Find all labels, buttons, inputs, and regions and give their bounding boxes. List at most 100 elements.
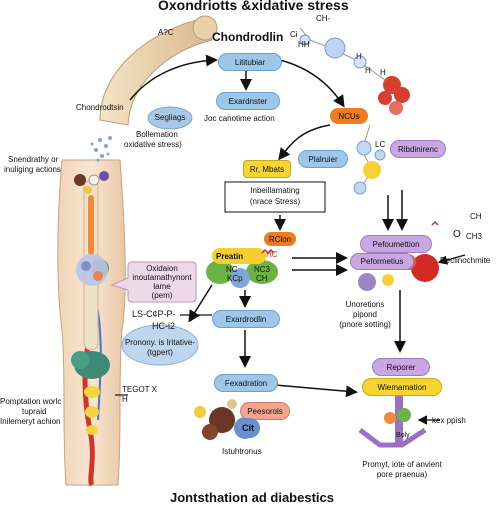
promyt-l2: pore praenua) [376, 470, 428, 479]
receptor-stem [395, 395, 403, 445]
chain-ball-2 [363, 161, 381, 179]
mol-ball-2 [353, 55, 367, 69]
arrow-bone-to-lititubiar [129, 54, 218, 101]
chem-right-ch: CH [470, 212, 482, 221]
label-nc3: NC3 [254, 265, 271, 274]
arrow-lititubiar-to-ncus [279, 59, 345, 108]
label-ls-cp: LS-C¢P-P- [132, 309, 176, 319]
preatin-yellow [212, 248, 266, 264]
mol-ball-1 [324, 37, 346, 59]
chem-right-ch3: CH3 [466, 232, 483, 241]
red-ball-big [411, 254, 439, 282]
label-pomptation-3: Inilemeryt achion [0, 417, 61, 426]
bottom-ball-brown-2 [202, 424, 218, 440]
oxidation-l3: lame [153, 282, 171, 291]
chem-hh: HH [298, 40, 310, 49]
preatin-green-2 [246, 260, 278, 284]
red-cluster [378, 76, 410, 115]
label-bollemation: Bollemation [136, 130, 178, 139]
chem-ci: Ci [290, 30, 298, 39]
cell-purple [99, 171, 109, 181]
unoretions-l2: pipond [352, 310, 378, 319]
knee-dot-2 [93, 271, 103, 281]
receptor-green [397, 408, 411, 422]
arrow-ncus-to-rr [278, 124, 331, 161]
molecule-chain [359, 124, 373, 191]
oxidation-bubble [110, 261, 197, 303]
pill-ncus: NCUs [330, 108, 368, 124]
bottom-ball-yellow [194, 406, 206, 418]
label-ch-small: CH [256, 274, 268, 283]
pronony-l1: Pronony. is Iritative- [124, 338, 196, 347]
yellow-ball-3 [86, 425, 98, 435]
label-hc-i2: HC-i2 [152, 321, 176, 331]
pill-rr-mbats: Rr, Mbats [243, 160, 291, 178]
knee-dot-1 [81, 261, 91, 271]
red-zigzag-2 [431, 220, 439, 226]
label-segliags: Segliags [154, 113, 186, 122]
pill-wiemamation: Wiemamation [362, 378, 442, 396]
pronony-oval [121, 324, 199, 366]
label-pomptation-2: tupraid [22, 407, 47, 416]
pill-plalruier: Plalruier [298, 150, 348, 168]
red-zigzag [261, 248, 275, 255]
label-oxidative: oxidative stress) [124, 140, 182, 149]
unoretions-l1: Unoretions [345, 300, 385, 309]
pill-pefoumettion: Pefoumettion [360, 235, 432, 253]
oxidation-l2: inoutamathynont [132, 273, 192, 282]
pill-reporer: Reporer [372, 358, 430, 376]
label-reclinochmite: Reclinochmite [440, 256, 491, 265]
pill-peesorols: Peesorols [240, 402, 290, 420]
label-kcp: KCp [227, 274, 243, 283]
yellow-ball [84, 386, 100, 398]
preatin-blue [230, 268, 250, 288]
label-a-c: A?C [158, 28, 174, 37]
unoretions-l3: (pnore sotting) [339, 320, 391, 329]
particle-cloud [90, 136, 112, 162]
chem-ch: CH- [316, 14, 331, 23]
label-pomptation-1: Pomptation worlc [0, 397, 62, 406]
mol-ball-3 [299, 34, 311, 46]
preatin-green-1 [206, 260, 234, 284]
segliags-ellipse [147, 106, 193, 130]
chem-h3: H [380, 68, 386, 77]
oxidation-l1: Oxidaion [146, 264, 178, 273]
label-joc-action: Joc canotime action [204, 114, 275, 123]
chem-h1: H [356, 52, 362, 61]
label-tegot: TEGOT X [122, 385, 157, 394]
pill-fexadration: Fexadration [214, 374, 278, 392]
bottom-ball-tan [227, 399, 237, 409]
label-nc-left: NC [226, 265, 238, 274]
label-boly: Boly [396, 432, 410, 439]
label-lc: LC [375, 140, 386, 149]
receptor-orange [384, 412, 396, 424]
pronony-l2: (tgpert) [147, 348, 173, 357]
bone-joint [192, 15, 218, 41]
green-mass-2 [71, 351, 89, 369]
cell-yellow [84, 186, 92, 194]
label-snendrathy-1: Snendrathy or [8, 155, 59, 164]
tendon [88, 195, 94, 255]
label-chondrodtsin: Chondrodtsin [76, 103, 124, 112]
cell-brown [74, 174, 86, 186]
receptor-y [358, 427, 427, 448]
pill-ribdinirenc: Ribdinirenc [390, 140, 446, 158]
pill-exardnster: Exardnster [216, 92, 280, 110]
pill-lititubiar: Lititubiar [218, 53, 282, 71]
yellow-ball-peform [382, 274, 394, 286]
arrow-preatin-to-pronony [188, 284, 213, 323]
chain-ball-1 [356, 140, 372, 156]
yellow-ball-2 [85, 406, 99, 418]
chem-right-o: O [453, 229, 461, 240]
pill-peforneticus: Peformetius [350, 253, 414, 270]
pill-cit: Cit [236, 418, 260, 438]
label-pretatin: Preatin [216, 252, 244, 261]
title-bottom: Jontsthation ad diabestics [170, 490, 334, 505]
chain-ball-4 [374, 149, 386, 161]
chondrodlin-heading: Chondrodlin [212, 30, 284, 44]
label-hc-red: HC [266, 250, 278, 259]
cell-white [88, 174, 100, 186]
pill-exardrodlin: Exardrodlin [212, 310, 280, 328]
knee-cluster [76, 254, 108, 286]
